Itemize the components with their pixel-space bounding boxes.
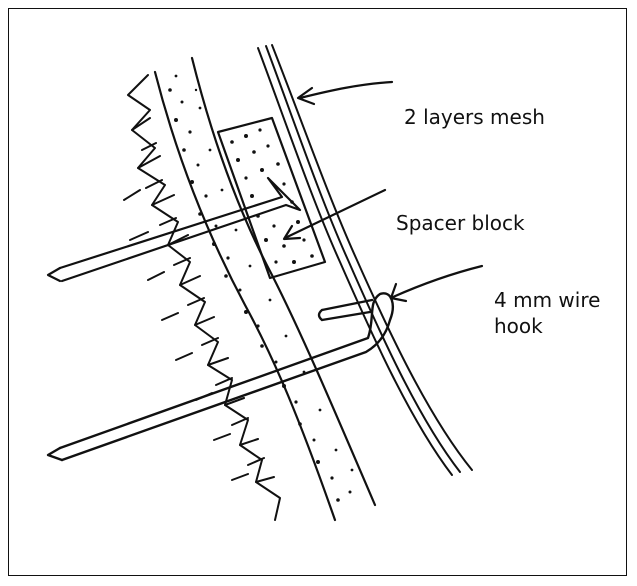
wire-hook [46, 292, 394, 462]
figure-frame [8, 8, 627, 576]
pointer-arrows [282, 80, 484, 303]
label-spacer-block: Spacer block [396, 211, 525, 235]
spacer-block [216, 116, 327, 280]
mesh-arrow [298, 80, 394, 100]
hook-arrow [391, 264, 484, 299]
render-layer [153, 56, 377, 522]
label-wire-hook: 4 mm wire hook [494, 287, 600, 339]
label-wire-hook-line1: 4 mm wire [494, 288, 601, 312]
label-wire-hook-line2: hook [494, 314, 543, 338]
spacer-arrow [283, 188, 387, 240]
label-mesh: 2 layers mesh [404, 105, 545, 129]
masonry-wall [123, 74, 281, 521]
upper-nail [46, 176, 302, 283]
mesh-layers [257, 44, 473, 476]
